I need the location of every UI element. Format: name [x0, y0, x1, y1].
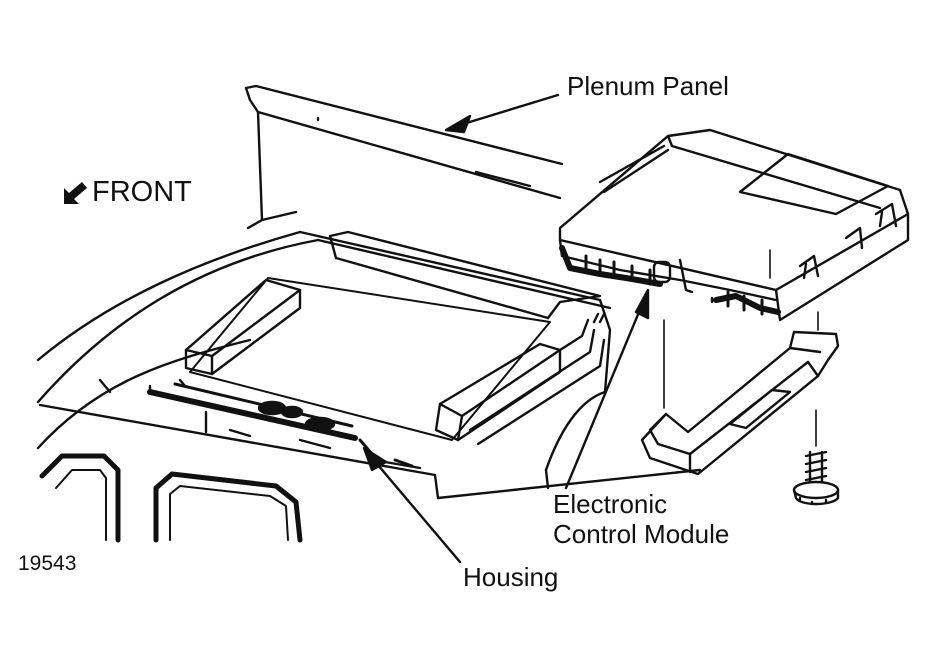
housing-label: Housing: [463, 562, 559, 592]
cowl-openings-drawing: [39, 453, 303, 543]
front-label: FRONT: [92, 176, 192, 208]
ecm-label-line1: Electronic: [553, 489, 668, 519]
ecm-label-line2: Control Module: [553, 518, 730, 549]
ecm-module-drawing: [558, 128, 910, 322]
figure-number: 19543: [18, 552, 77, 575]
cowl-body-drawing: [36, 230, 702, 500]
ecm-bracket-drawing: [640, 330, 840, 476]
front-direction-indicator: FRONT: [60, 176, 192, 209]
plenum-panel-drawing: [244, 84, 564, 230]
ecm-label: Electronic Control Module: [553, 489, 730, 550]
mounting-screw-drawing: [792, 450, 840, 506]
ecm-callout: [564, 288, 650, 490]
plenum-panel-callout: [444, 93, 560, 134]
housing-callout: [362, 446, 462, 564]
plenum-panel-label: Plenum Panel: [567, 71, 729, 101]
diagonal-arrow-down-left-icon: [64, 181, 87, 204]
alignment-lines: [663, 249, 819, 447]
